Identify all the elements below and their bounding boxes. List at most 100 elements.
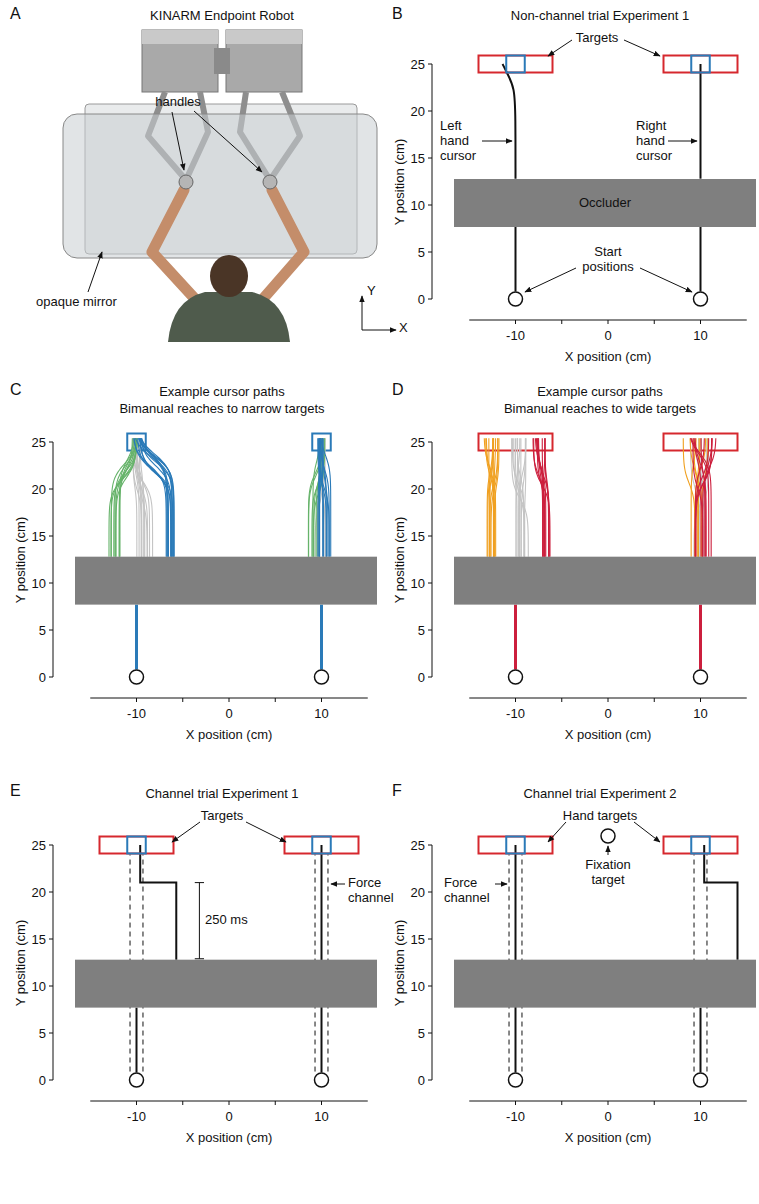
narrow-target bbox=[506, 56, 525, 73]
axis-label: Y position (cm) bbox=[392, 138, 407, 224]
cursor-path bbox=[136, 438, 173, 556]
tick-label: 5 bbox=[418, 245, 425, 260]
tick-label: 10 bbox=[411, 576, 425, 591]
cursor-path bbox=[309, 438, 323, 556]
y-tick bbox=[49, 986, 53, 987]
tick-label: 20 bbox=[32, 482, 46, 497]
cursor-path bbox=[515, 227, 517, 292]
wide-target bbox=[100, 837, 174, 854]
handle bbox=[263, 175, 277, 189]
tick-label: 25 bbox=[411, 838, 425, 853]
cursor-path bbox=[119, 438, 135, 556]
tick-label: 10 bbox=[32, 979, 46, 994]
x-tick bbox=[700, 1101, 701, 1105]
axis-direction: X bbox=[399, 320, 408, 335]
arm bbox=[262, 190, 304, 300]
duration-label: 250 ms bbox=[205, 912, 248, 927]
cursor-path bbox=[321, 845, 323, 1072]
x-tick bbox=[515, 698, 516, 702]
start-position bbox=[130, 670, 144, 684]
cursor-path bbox=[318, 438, 327, 556]
y-tick bbox=[428, 252, 432, 253]
annotation: Hand targets bbox=[563, 808, 637, 823]
tick-label: 0 bbox=[418, 670, 425, 685]
y-tick bbox=[49, 677, 53, 678]
panel-letter: B bbox=[392, 6, 403, 21]
start-position bbox=[509, 1073, 523, 1087]
y-tick bbox=[49, 939, 53, 940]
occluder bbox=[75, 557, 377, 605]
panel-letter: A bbox=[10, 6, 21, 21]
leader-arrow bbox=[548, 40, 572, 56]
start-position bbox=[509, 670, 523, 684]
x-tick bbox=[608, 1101, 609, 1105]
cursor-path bbox=[700, 227, 702, 292]
time-bracket bbox=[199, 883, 200, 959]
panel-c bbox=[75, 434, 377, 685]
cursor-path bbox=[111, 438, 137, 556]
start-position bbox=[694, 670, 708, 684]
cursor-path bbox=[696, 438, 712, 556]
tick-label: 20 bbox=[411, 482, 425, 497]
y-tick bbox=[428, 489, 432, 490]
x-tick bbox=[608, 698, 609, 702]
wide-target bbox=[479, 837, 553, 854]
cursor-path bbox=[109, 438, 137, 556]
panel-f bbox=[454, 822, 756, 1087]
x-tick bbox=[654, 1101, 655, 1105]
y-tick bbox=[428, 583, 432, 584]
cursor-path bbox=[704, 845, 737, 960]
start-position bbox=[509, 292, 523, 306]
time-bracket bbox=[195, 958, 204, 959]
cursor-path bbox=[135, 605, 138, 670]
tick-label: 0 bbox=[604, 328, 611, 343]
tick-label: 15 bbox=[32, 529, 46, 544]
cursor-path bbox=[140, 438, 170, 556]
leader-arrow bbox=[495, 884, 507, 885]
leader-arrow bbox=[482, 141, 512, 142]
tick-label: -10 bbox=[127, 706, 146, 721]
x-tick bbox=[561, 320, 562, 324]
tick-label: 0 bbox=[39, 670, 46, 685]
opaque-mirror bbox=[63, 114, 377, 258]
occluder-band: Occluder bbox=[454, 179, 756, 227]
axis-direction: Y bbox=[367, 283, 376, 298]
tick-label: 10 bbox=[411, 198, 425, 213]
tick-label: 0 bbox=[225, 1109, 232, 1124]
leader-arrow bbox=[88, 252, 102, 292]
panel-title: Example cursor paths bbox=[159, 384, 285, 399]
cursor-path bbox=[136, 1008, 138, 1073]
cursor-path bbox=[699, 605, 702, 670]
cursor-path bbox=[136, 438, 148, 556]
axis-label: X position (cm) bbox=[565, 1130, 652, 1145]
y-tick bbox=[428, 64, 432, 65]
panel-b bbox=[479, 40, 738, 306]
axis-label: Y position (cm) bbox=[13, 516, 28, 602]
leader-arrow bbox=[548, 822, 566, 842]
cursor-path bbox=[512, 438, 524, 556]
tick-label: 0 bbox=[418, 1073, 425, 1088]
panel-letter: C bbox=[10, 382, 22, 397]
y-axis bbox=[53, 845, 54, 1080]
cursor-path bbox=[691, 438, 709, 556]
torso bbox=[168, 292, 290, 342]
panel-title: Bimanual reaches to narrow targets bbox=[119, 401, 324, 416]
axis-label: Y position (cm) bbox=[392, 516, 407, 602]
motor-joint bbox=[214, 48, 230, 74]
tick-label: 0 bbox=[225, 706, 232, 721]
occluder-label: Occluder bbox=[579, 195, 631, 210]
cursor-path bbox=[700, 1008, 702, 1073]
annotation: Start positions bbox=[568, 244, 648, 274]
y-axis bbox=[432, 64, 433, 299]
axis-arrow bbox=[362, 330, 396, 331]
x-tick bbox=[700, 698, 701, 702]
tick-label: 15 bbox=[411, 529, 425, 544]
y-tick bbox=[49, 489, 53, 490]
x-tick bbox=[275, 698, 276, 702]
tick-label: 15 bbox=[411, 151, 425, 166]
tick-label: 15 bbox=[32, 932, 46, 947]
panel-title: Channel trial Experiment 1 bbox=[145, 786, 298, 801]
tick-label: 25 bbox=[411, 435, 425, 450]
cursor-path bbox=[317, 438, 323, 556]
start-position bbox=[315, 1073, 329, 1087]
